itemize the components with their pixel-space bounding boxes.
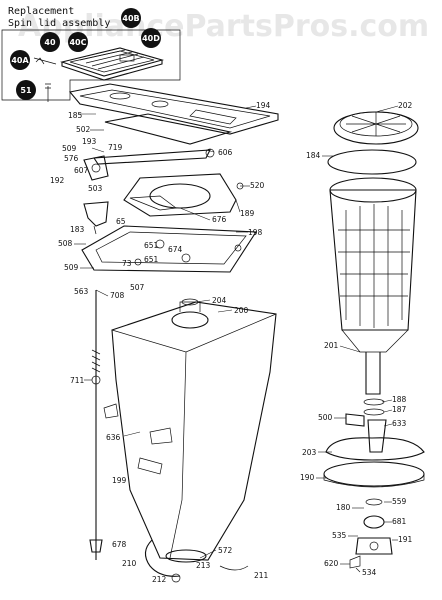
label-192[interactable]: 192 (50, 176, 65, 185)
label-678[interactable]: 678 (112, 540, 127, 549)
label-212[interactable]: 212 (152, 575, 167, 584)
label-213[interactable]: 213 (196, 561, 211, 570)
label-503[interactable]: 503 (88, 184, 103, 193)
kit-bubble-40d[interactable]: 40D (141, 28, 161, 48)
label-572[interactable]: 572 (218, 546, 233, 555)
lid-plate-assembly (83, 113, 233, 181)
kit-bubble-40a[interactable]: 40A (10, 50, 30, 70)
label-190[interactable]: 190 (300, 473, 315, 482)
label-719[interactable]: 719 (108, 143, 123, 152)
label-65[interactable]: 65 (116, 217, 126, 226)
header-line-2: Spin lid assembly (8, 18, 110, 29)
basket-201 (329, 177, 417, 395)
label-674[interactable]: 674 (168, 245, 183, 254)
label-507[interactable]: 507 (130, 283, 145, 292)
svg-text:40A: 40A (11, 56, 29, 65)
label-651-a[interactable]: 651 (144, 241, 159, 250)
svg-text:40B: 40B (122, 14, 139, 23)
label-711[interactable]: 711 (70, 376, 85, 385)
label-576[interactable]: 576 (64, 154, 79, 163)
label-607[interactable]: 607 (74, 166, 89, 175)
label-620[interactable]: 620 (324, 559, 339, 568)
label-606[interactable]: 606 (218, 148, 233, 157)
label-187[interactable]: 187 (392, 405, 407, 414)
spin-lid-194 (68, 83, 279, 135)
label-180[interactable]: 180 (336, 503, 351, 512)
label-502[interactable]: 502 (76, 125, 91, 134)
label-559[interactable]: 559 (392, 497, 407, 506)
tub-199 (103, 298, 277, 563)
label-563[interactable]: 563 (74, 287, 89, 296)
label-535[interactable]: 535 (332, 531, 347, 540)
svg-text:40D: 40D (142, 34, 160, 43)
label-184[interactable]: 184 (306, 151, 321, 160)
svg-text:40: 40 (44, 38, 56, 47)
label-534[interactable]: 534 (362, 568, 377, 577)
part-labels: 194 185 502 509 719 193 576 607 192 503 … (50, 101, 413, 584)
label-520[interactable]: 520 (250, 181, 265, 190)
label-191[interactable]: 191 (398, 535, 413, 544)
label-185[interactable]: 185 (68, 111, 83, 120)
label-500[interactable]: 500 (318, 413, 333, 422)
label-194[interactable]: 194 (256, 101, 271, 110)
label-708[interactable]: 708 (110, 291, 125, 300)
basket-ring-184 (327, 149, 417, 175)
kit-bubble-40b[interactable]: 40B (121, 8, 141, 28)
kit-small-parts (33, 57, 57, 102)
svg-text:40C: 40C (69, 38, 86, 47)
label-202[interactable]: 202 (398, 101, 413, 110)
label-200[interactable]: 200 (234, 306, 249, 315)
label-188[interactable]: 188 (392, 395, 407, 404)
label-211[interactable]: 211 (254, 571, 269, 580)
label-204[interactable]: 204 (212, 296, 227, 305)
label-509-top[interactable]: 509 (62, 144, 77, 153)
label-199[interactable]: 199 (112, 476, 127, 485)
label-210[interactable]: 210 (122, 559, 137, 568)
label-676[interactable]: 676 (212, 215, 227, 224)
svg-text:51: 51 (20, 86, 32, 95)
label-189[interactable]: 189 (240, 209, 255, 218)
kit-outline (1, 29, 181, 101)
kit-spin-lid (60, 47, 165, 81)
label-508[interactable]: 508 (58, 239, 73, 248)
label-633[interactable]: 633 (392, 419, 407, 428)
frame-198 (81, 225, 257, 273)
label-193[interactable]: 193 (82, 137, 97, 146)
label-681[interactable]: 681 (392, 517, 407, 526)
label-509-bottom[interactable]: 509 (64, 263, 79, 272)
hose-210 (144, 539, 249, 583)
kit-bubble-51[interactable]: 51 (16, 80, 36, 100)
kit-bubble-40c[interactable]: 40C (68, 32, 88, 52)
basket-cover-202 (333, 111, 419, 145)
label-201[interactable]: 201 (324, 341, 339, 350)
agitator-assembly (323, 398, 425, 569)
label-203[interactable]: 203 (302, 448, 317, 457)
rod-711 (89, 290, 103, 560)
label-198[interactable]: 198 (248, 228, 263, 237)
label-183[interactable]: 183 (70, 225, 85, 234)
bracket-183 (83, 201, 109, 235)
label-651-b[interactable]: 651 (144, 255, 159, 264)
leader-lines (74, 105, 399, 573)
kit-bubble-40[interactable]: 40 (40, 32, 60, 52)
label-636[interactable]: 636 (106, 433, 121, 442)
header-line-1: Replacement (8, 6, 74, 17)
label-73[interactable]: 73 (122, 259, 132, 268)
